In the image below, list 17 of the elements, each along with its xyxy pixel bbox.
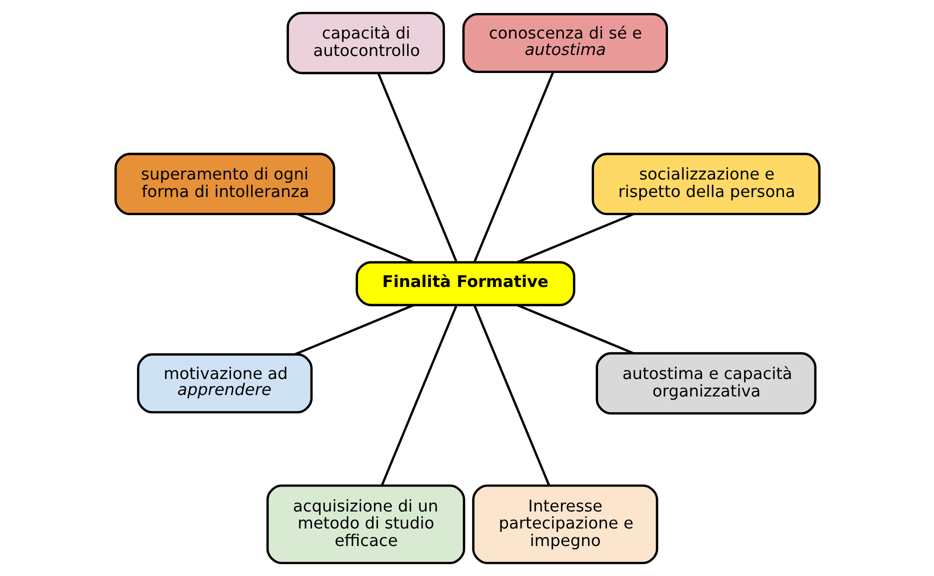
connector bbox=[296, 212, 414, 264]
node-box: acquisizione di un metodo di studio efficace bbox=[266, 484, 465, 564]
node-box: motivazione ad apprendere bbox=[136, 353, 312, 414]
connector bbox=[376, 72, 458, 262]
connector bbox=[516, 304, 634, 354]
connector bbox=[472, 71, 554, 262]
node-box: socializzazione e rispetto della persona bbox=[591, 152, 820, 216]
connector bbox=[380, 305, 458, 486]
node-box: capacità di autocontrollo bbox=[286, 12, 444, 74]
connector bbox=[294, 304, 414, 356]
node-box: conoscenza di sé e autostima bbox=[462, 12, 668, 74]
node-box: Finalità Formative bbox=[355, 261, 575, 306]
node-box: Interesse partecipazione e impegno bbox=[472, 484, 658, 564]
connector bbox=[472, 305, 550, 486]
connector bbox=[516, 212, 634, 264]
node-box: autostima e capacità organizzativa bbox=[595, 352, 816, 415]
node-box: superamento di ogni forma di intolleranza bbox=[114, 152, 335, 216]
